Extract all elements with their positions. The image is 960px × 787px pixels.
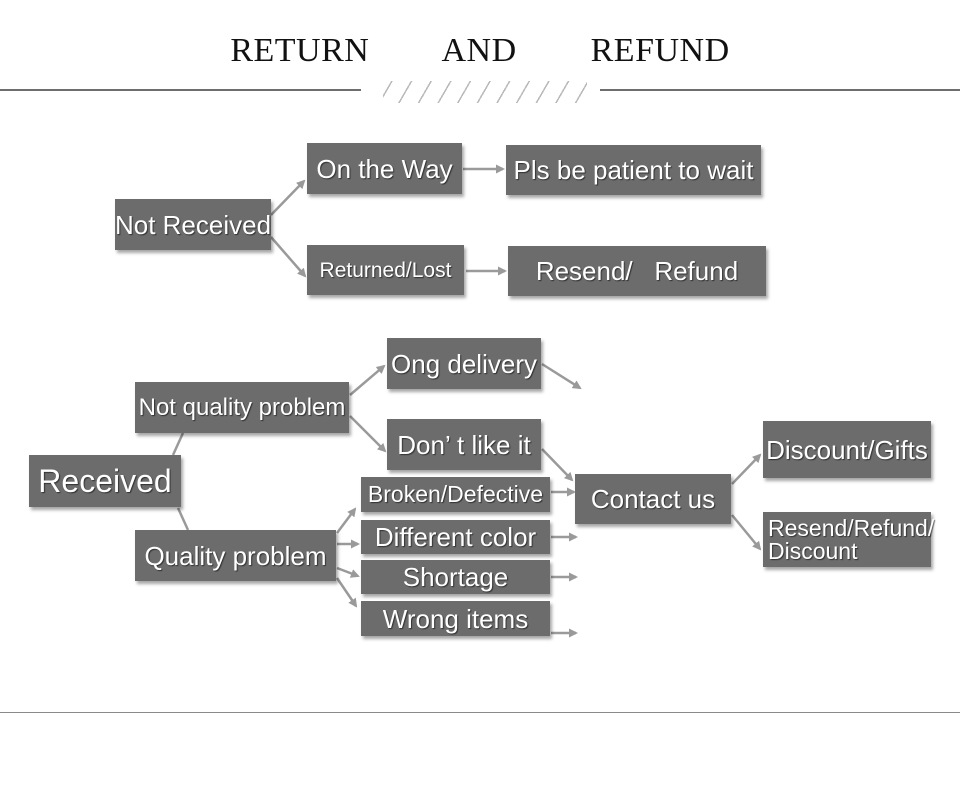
arrow-ong-delivery-out bbox=[541, 362, 582, 390]
node-different-color: Different color bbox=[361, 520, 550, 554]
header-rule-left bbox=[0, 89, 361, 91]
arrow-dont-like-to-contact bbox=[541, 448, 574, 482]
arrow-not-quality-to-dont-like bbox=[349, 415, 387, 453]
arrow-contact-to-resend-refund-discount bbox=[731, 514, 762, 551]
header-rule-right bbox=[600, 89, 960, 91]
node-pls-be-patient: Pls be patient to wait bbox=[506, 145, 761, 195]
footer-rule bbox=[0, 712, 960, 713]
node-dont-like-it: Don’ t like it bbox=[387, 419, 541, 470]
line-received-to-quality bbox=[176, 507, 190, 531]
node-received: Received bbox=[29, 455, 181, 507]
node-ong-delivery: Ong delivery bbox=[387, 338, 541, 389]
header-hatch-decoration bbox=[383, 81, 587, 103]
arrow-quality-to-shortage bbox=[336, 566, 360, 578]
node-wrong-items: Wrong items bbox=[361, 601, 550, 636]
node-not-received: Not Received bbox=[115, 199, 271, 250]
arrow-not-quality-to-ong-delivery bbox=[349, 364, 386, 396]
arrow-not-received-to-on-the-way bbox=[270, 179, 306, 216]
line-received-to-not-quality bbox=[171, 432, 185, 456]
node-resend-refund-discount: Resend/Refund/ Discount bbox=[763, 512, 935, 567]
arrow-quality-to-wrong-items bbox=[335, 577, 358, 608]
node-resend-refund-discount-line1: Resend/Refund/ bbox=[768, 514, 935, 541]
arrow-quality-to-broken bbox=[336, 507, 357, 534]
node-contact-us: Contact us bbox=[575, 474, 731, 524]
node-resend-refund-discount-line2: Discount bbox=[768, 537, 858, 564]
arrow-not-received-to-returned-lost bbox=[270, 236, 307, 278]
node-discount-gifts: Discount/Gifts bbox=[763, 421, 931, 478]
page-title: RETURN AND REFUND bbox=[230, 32, 730, 69]
arrow-contact-to-discount-gifts bbox=[731, 453, 762, 485]
node-shortage: Shortage bbox=[361, 560, 550, 594]
node-on-the-way: On the Way bbox=[307, 143, 462, 194]
node-not-quality-problem: Not quality problem bbox=[135, 382, 349, 433]
node-quality-problem: Quality problem bbox=[135, 530, 336, 581]
node-returned-lost: Returned/Lost bbox=[307, 245, 464, 295]
node-resend-refund: Resend/ Refund bbox=[508, 246, 766, 296]
node-broken-defective: Broken/Defective bbox=[361, 477, 550, 512]
